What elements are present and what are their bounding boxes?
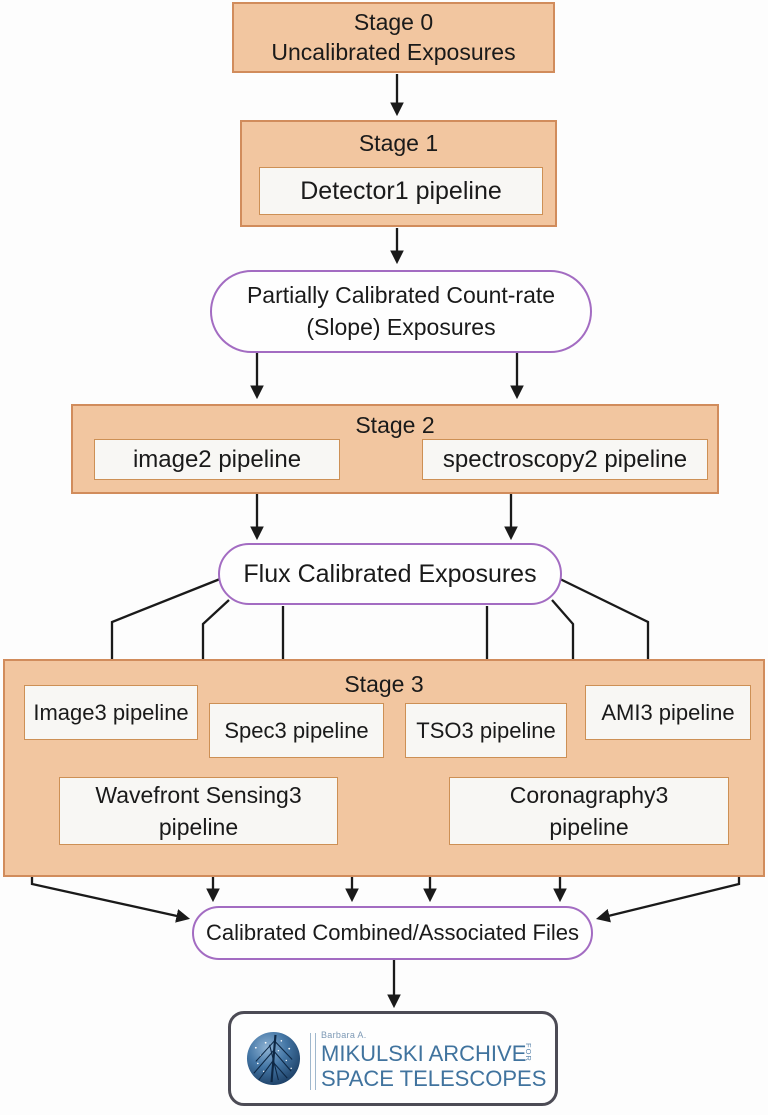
mast-globe-icon: [246, 1031, 301, 1086]
stage0-box: Stage 0 Uncalibrated Exposures: [232, 2, 555, 73]
tso3-pipeline-label: TSO3 pipeline: [416, 717, 556, 743]
coronagraphy-line1: Coronagraphy3: [509, 781, 669, 808]
mast-line1: MIKULSKI ARCHIVE: [321, 1041, 527, 1066]
mast-logo-box: Barbara A. MIKULSKI ARCHIVE SPACE TELESC…: [228, 1011, 558, 1106]
slope-pill-line2: (Slope) Exposures: [306, 313, 496, 340]
image2-pipeline-box: image2 pipeline: [94, 439, 340, 480]
flux-calibrated-pill: Flux Calibrated Exposures: [218, 543, 562, 605]
mast-for-label: FOR: [524, 1043, 533, 1062]
logo-separator: [310, 1033, 316, 1090]
stage2-box: Stage 2 image2 pipeline spectroscopy2 pi…: [71, 404, 719, 494]
coronagraphy-line2: pipeline: [549, 814, 629, 840]
mast-line2: SPACE TELESCOPES: [321, 1066, 547, 1091]
spec3-pipeline-label: Spec3 pipeline: [224, 717, 369, 743]
detector1-pipeline-label: Detector1 pipeline: [300, 176, 502, 205]
image2-pipeline-label: image2 pipeline: [132, 445, 302, 473]
ami3-pipeline-label: AMI3 pipeline: [601, 699, 735, 725]
image3-pipeline-label: Image3 pipeline: [33, 699, 189, 725]
ami3-pipeline-box: AMI3 pipeline: [585, 685, 751, 740]
stage3-title: Stage 3: [344, 671, 424, 697]
image3-pipeline-box: Image3 pipeline: [24, 685, 198, 740]
stage3-box: Stage 3 Image3 pipeline Spec3 pipeline T…: [3, 659, 765, 877]
stage2-title: Stage 2: [355, 412, 435, 438]
coronagraphy3-pipeline-box: Coronagraphy3 pipeline: [449, 777, 729, 845]
stage1-title: Stage 1: [358, 130, 439, 156]
stage0-subtitle: Uncalibrated Exposures: [271, 38, 516, 65]
mast-wordmark: Barbara A. MIKULSKI ARCHIVE SPACE TELESC…: [321, 1030, 546, 1091]
spectroscopy2-pipeline-box: spectroscopy2 pipeline: [422, 439, 708, 480]
spectroscopy2-pipeline-label: spectroscopy2 pipeline: [442, 445, 688, 473]
stage0-title: Stage 0: [353, 8, 434, 35]
slope-exposures-pill: Partially Calibrated Count-rate (Slope) …: [210, 270, 592, 353]
stage1-box: Stage 1 Detector1 pipeline: [240, 120, 557, 227]
spec3-pipeline-box: Spec3 pipeline: [209, 703, 384, 758]
wavefront-line2: pipeline: [158, 814, 239, 840]
wavefront-sensing3-pipeline-box: Wavefront Sensing3 pipeline: [59, 777, 338, 845]
slope-pill-line1: Partially Calibrated Count-rate: [246, 282, 556, 309]
mast-barbara-label: Barbara A.: [321, 1030, 367, 1040]
flux-pill-label: Flux Calibrated Exposures: [243, 559, 537, 588]
calibrated-files-pill: Calibrated Combined/Associated Files: [192, 906, 593, 960]
tso3-pipeline-box: TSO3 pipeline: [405, 703, 567, 758]
wavefront-line1: Wavefront Sensing3: [95, 781, 302, 808]
detector1-pipeline-box: Detector1 pipeline: [259, 167, 543, 215]
calibrated-pill-label: Calibrated Combined/Associated Files: [206, 920, 579, 945]
